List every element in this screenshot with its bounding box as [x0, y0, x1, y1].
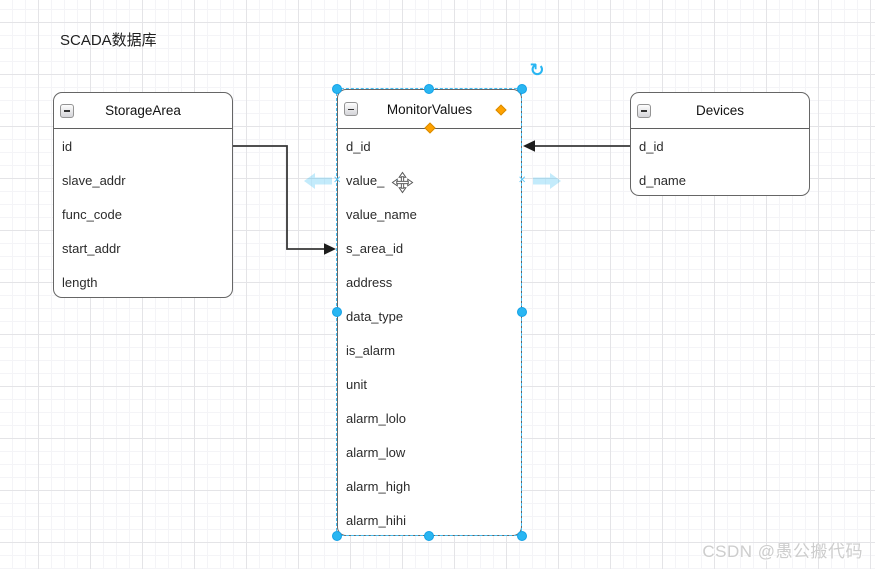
table-row[interactable]: address [346, 274, 393, 290]
table-row[interactable]: s_area_id [346, 240, 404, 256]
entity-devices-header[interactable]: Devices [631, 93, 809, 129]
table-row[interactable]: data_type [346, 308, 404, 324]
resize-handle-middle-left[interactable] [332, 307, 342, 317]
direction-arrow-right-icon[interactable] [532, 172, 562, 190]
entity-title: StorageArea [105, 103, 181, 118]
direction-arrow-left-icon[interactable] [303, 172, 333, 190]
entity-devices[interactable]: Devices d_id d_name [630, 92, 810, 196]
watermark: CSDN @愚公搬代码 [702, 542, 863, 561]
table-row[interactable]: value_name [346, 206, 417, 222]
table-row[interactable]: alarm_low [346, 444, 406, 460]
resize-handle-bottom-left[interactable] [332, 531, 342, 541]
resize-handle-top-center[interactable] [424, 84, 434, 94]
collapse-icon[interactable] [637, 103, 651, 118]
collapse-icon[interactable] [344, 102, 358, 116]
entity-title: MonitorValues [386, 101, 473, 117]
table-row[interactable]: d_id [346, 138, 371, 154]
table-row[interactable]: is_alarm [346, 342, 396, 358]
entity-storagearea[interactable]: StorageArea id slave_addr func_code start_a… [53, 92, 233, 298]
table-row[interactable]: id [62, 138, 73, 154]
table-row[interactable]: alarm_hihi [346, 512, 406, 528]
table-row[interactable]: d_name [639, 172, 686, 188]
collapse-icon[interactable] [60, 103, 74, 118]
diagram-title[interactable]: SCADA数据库 [60, 32, 157, 49]
arrowhead-icon [523, 140, 535, 152]
resize-handle-top-right[interactable] [517, 84, 527, 94]
entity-storagearea-header[interactable]: StorageArea [54, 93, 232, 129]
table-row[interactable]: d_id [639, 138, 664, 154]
entity-title: Devices [695, 103, 744, 118]
table-row[interactable]: alarm_high [346, 478, 411, 494]
connector-storagearea-monitorvalues[interactable] [233, 145, 336, 255]
table-row[interactable]: unit [346, 376, 367, 392]
resize-handle-bottom-center[interactable] [424, 531, 434, 541]
table-row[interactable]: length [62, 274, 98, 290]
resize-handle-middle-right[interactable] [517, 307, 527, 317]
table-row[interactable]: start_addr [62, 240, 121, 256]
rotate-icon[interactable]: ↻ [529, 60, 545, 81]
entity-devices-rows: d_id d_name [631, 129, 809, 197]
resize-handle-bottom-right[interactable] [517, 531, 527, 541]
arrowhead-icon [324, 243, 336, 255]
table-row[interactable]: value_ [346, 172, 385, 188]
table-row[interactable]: func_code [62, 206, 122, 222]
table-row[interactable]: slave_addr [62, 172, 126, 188]
resize-handle-top-left[interactable] [332, 84, 342, 94]
entity-monitorvalues[interactable]: MonitorValues d_id value_ value_name s_area… [337, 89, 522, 536]
connector-devices-monitorvalues[interactable] [523, 140, 630, 152]
table-row[interactable]: alarm_lolo [346, 410, 406, 426]
